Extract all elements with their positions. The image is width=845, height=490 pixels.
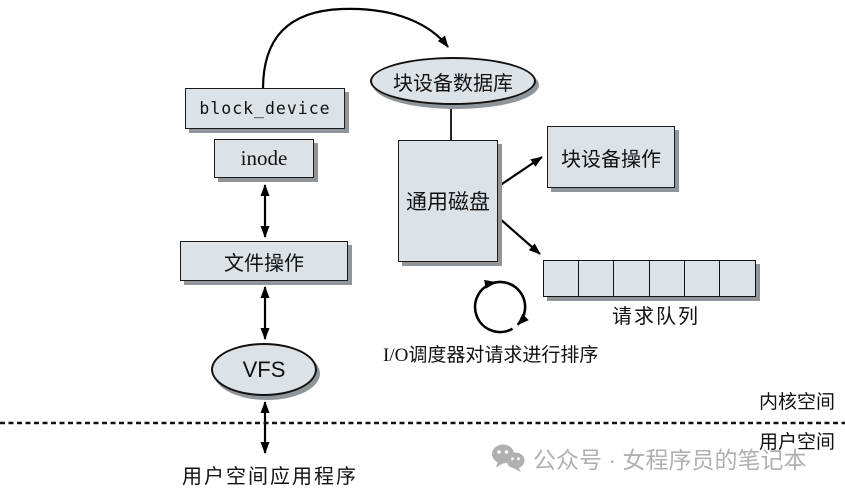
request-queue-cell: [648, 260, 686, 297]
node-block-device-database: 块设备数据库: [370, 57, 536, 105]
arrow-disk-to-queue: [498, 217, 541, 255]
arrow-disk-to-blockops: [498, 156, 543, 187]
node-inode: inode: [214, 139, 314, 178]
node-generic-disk: 通用磁盘: [398, 140, 498, 262]
kernel-space-label: 内核空间: [758, 392, 835, 413]
node-block-device-operations: 块设备操作: [547, 126, 675, 188]
io-scheduler-caption: I/O调度器对请求进行排序: [383, 345, 599, 366]
cycle-arrow-icon: [473, 279, 514, 334]
request-queue: [543, 260, 757, 297]
user-space-label: 用户空间: [758, 432, 835, 453]
request-queue-cell: [683, 260, 721, 297]
request-queue-cell: [719, 260, 757, 297]
request-queue-cell: [613, 260, 651, 297]
node-file-operations: 文件操作: [180, 241, 348, 281]
watermark: 公众号 · 女程序员的笔记本: [491, 441, 806, 475]
wechat-icon: [492, 444, 525, 472]
cycle-arrow-icon: [490, 280, 529, 326]
request-queue-cell: [543, 260, 580, 297]
user-app-label: 用户空间应用程序: [182, 466, 358, 488]
arrow-blockdevice-to-database: [261, 7, 449, 90]
node-vfs: VFS: [211, 343, 317, 396]
request-queue-label: 请求队列: [612, 306, 700, 328]
request-queue-cell: [578, 260, 616, 297]
watermark-text: 公众号 · 女程序员的笔记本: [533, 447, 807, 473]
node-block-device: block_device: [185, 88, 345, 129]
